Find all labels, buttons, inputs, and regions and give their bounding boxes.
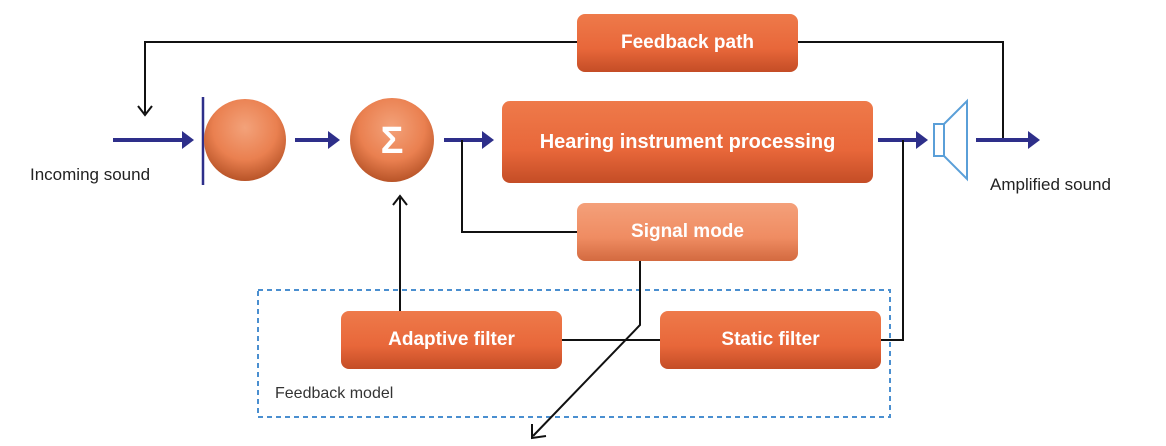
feedback-path-line — [144, 41, 1004, 140]
adaptive-filter-label: Adaptive filter — [388, 329, 515, 350]
processing-box: Hearing instrument processing — [502, 101, 873, 183]
signal-mode-box: Signal mode — [577, 203, 798, 261]
incoming-sound-label: Incoming sound — [30, 165, 151, 184]
feedback-path-arrowhead — [137, 105, 153, 117]
sum-to-processing-arrowhead — [482, 131, 494, 149]
feedback-model-boundary — [257, 289, 891, 418]
feedback-model-label: Feedback model — [275, 385, 394, 402]
feedback-path-label: Feedback path — [620, 32, 755, 53]
feedback-path-box: Feedback path — [577, 14, 798, 72]
signal-mode-branch-line — [461, 140, 578, 233]
processing-label: Hearing instrument processing — [539, 130, 836, 153]
summation-icon — [350, 98, 434, 182]
incoming-arrowhead — [182, 131, 194, 149]
signal-mode-control-arrowhead — [531, 424, 547, 440]
adaptive-filter-box: Adaptive filter — [341, 311, 562, 369]
processing-to-speaker-arrowhead — [916, 131, 928, 149]
amplified-arrowhead — [1028, 131, 1040, 149]
static-filter-label: Static filter — [721, 329, 820, 350]
adaptive-to-sum-arrowhead — [392, 194, 408, 206]
amplified-sound-label: Amplified sound — [990, 175, 1111, 194]
mic-to-sum-arrowhead — [328, 131, 340, 149]
summation-symbol: Σ — [381, 120, 404, 162]
static-filter-box: Static filter — [660, 311, 881, 369]
signal-mode-label: Signal mode — [631, 221, 744, 242]
speaker-icon — [933, 98, 968, 182]
static-filter-input-line — [880, 140, 904, 341]
signal-mode-control-line — [532, 260, 641, 437]
microphone-circle-icon — [204, 99, 286, 181]
